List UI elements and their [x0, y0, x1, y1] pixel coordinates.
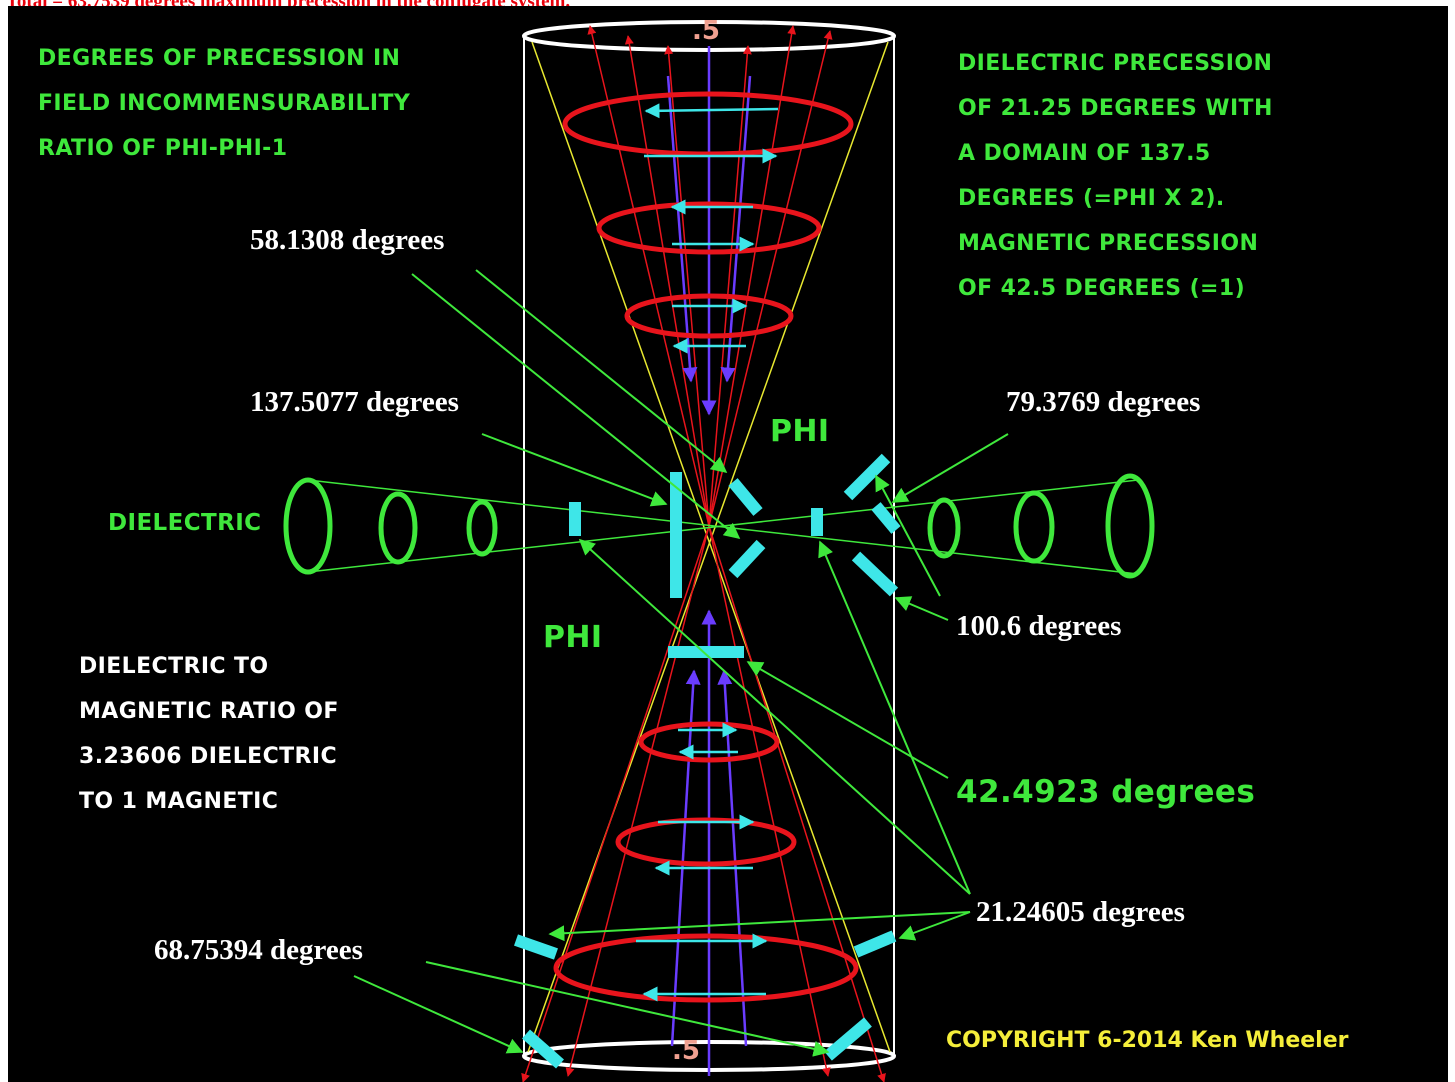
label-21-degrees: 21.24605 degrees: [976, 896, 1185, 928]
ratio-note: DIELECTRIC TO MAGNETIC RATIO OF 3.23606 …: [79, 644, 339, 824]
label-68-degrees: 68.75394 degrees: [154, 934, 363, 966]
pointer-arrows: [353, 269, 1009, 1057]
dm-note-line: OF 42.5 DEGREES (=1): [958, 276, 1246, 301]
dielectric-cones: [283, 473, 1155, 579]
diagram-panel: DEGREES OF PRECESSION IN FIELD INCOMMENS…: [8, 6, 1448, 1082]
precession-note-line: RATIO OF PHI-PHI-1: [38, 136, 288, 161]
ratio-note-line: MAGNETIC RATIO OF: [79, 699, 339, 724]
precession-note-line: DEGREES OF PRECESSION IN: [38, 46, 401, 71]
label-half-top: .5: [692, 16, 720, 46]
label-phi-upper: PHI: [770, 414, 830, 449]
label-phi-lower: PHI: [543, 620, 603, 655]
label-58-degrees: 58.1308 degrees: [250, 224, 445, 256]
magnetic-rings: [553, 91, 859, 1003]
ratio-note-line: DIELECTRIC TO: [79, 654, 269, 679]
label-dielectric: DIELECTRIC: [108, 510, 262, 536]
cyan-flow-arrows: [636, 103, 779, 1002]
dm-note-line: A DOMAIN OF 137.5: [958, 141, 1211, 166]
label-79-degrees: 79.3769 degrees: [1006, 386, 1201, 418]
label-half-bottom: .5: [672, 1036, 700, 1066]
dm-note-line: MAGNETIC PRECESSION: [958, 231, 1259, 256]
label-42-degrees: 42.4923 degrees: [956, 774, 1256, 810]
cone-yellow-lines: [527, 41, 891, 1053]
label-137-degrees: 137.5077 degrees: [250, 386, 459, 418]
precession-diagram: [283, 20, 1155, 1082]
dm-note-line: DIELECTRIC PRECESSION: [958, 51, 1273, 76]
label-100-degrees: 100.6 degrees: [956, 610, 1122, 642]
precession-ratio-note: DEGREES OF PRECESSION IN FIELD INCOMMENS…: [38, 36, 410, 171]
ratio-note-line: TO 1 MAGNETIC: [79, 789, 279, 814]
ratio-note-line: 3.23606 DIELECTRIC: [79, 744, 338, 769]
precession-note-line: FIELD INCOMMENSURABILITY: [38, 91, 411, 116]
dm-note-line: DEGREES (=PHI X 2).: [958, 186, 1225, 211]
red-field-lines: [521, 25, 886, 1082]
dm-note-line: OF 21.25 DEGREES WITH: [958, 96, 1273, 121]
copyright-text: COPYRIGHT 6-2014 Ken Wheeler: [946, 1028, 1349, 1053]
dielectric-magnetic-note: DIELECTRIC PRECESSION OF 21.25 DEGREES W…: [958, 41, 1273, 311]
precession-bars: [514, 453, 901, 1069]
